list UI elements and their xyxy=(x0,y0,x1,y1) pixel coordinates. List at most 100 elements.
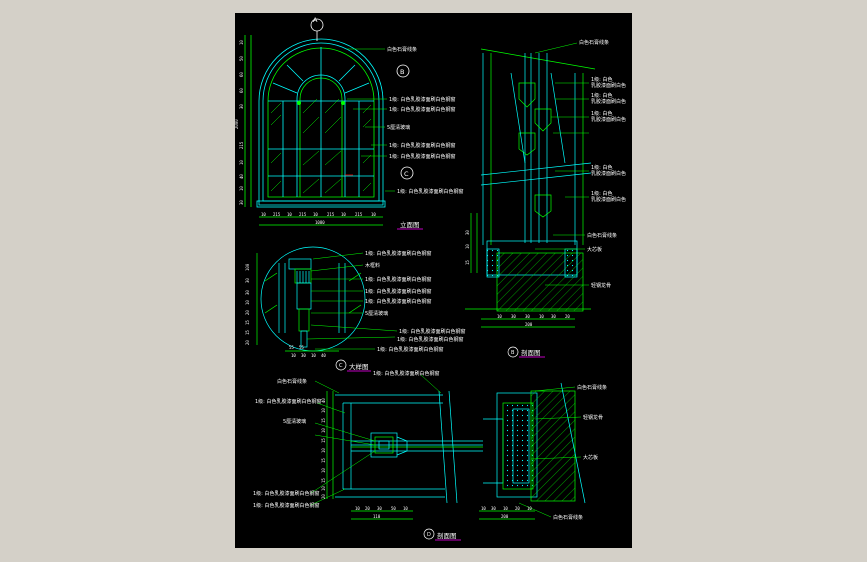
window-inner-frame xyxy=(262,42,380,202)
svg-text:30: 30 xyxy=(239,200,244,205)
callout-elev-3: 5厘清玻璃 xyxy=(387,124,410,131)
svg-text:30: 30 xyxy=(245,290,250,295)
callout-det-3: 1级: 白色乳胶漆面刷白色钢窗 xyxy=(365,276,431,283)
callout-det-9: 1级: 白色乳胶漆面刷白色钢窗 xyxy=(377,346,443,353)
elevation-left-dims: 10 50 60 60 30 2000 215 10 40 10 30 xyxy=(235,40,244,205)
window-sash xyxy=(267,47,375,198)
svg-text:10: 10 xyxy=(291,353,296,358)
svg-text:20: 20 xyxy=(245,310,250,315)
svg-text:10: 10 xyxy=(371,212,376,217)
svg-text:10: 10 xyxy=(321,448,326,453)
svg-text:50: 50 xyxy=(239,56,244,61)
svg-text:30: 30 xyxy=(301,353,306,358)
svg-text:10: 10 xyxy=(403,506,408,511)
svg-text:20: 20 xyxy=(565,314,570,319)
callout-bot-9: 大芯板 xyxy=(583,454,598,461)
callout-sec-10: 1级: 白色 xyxy=(591,190,612,197)
svg-text:15: 15 xyxy=(321,438,326,443)
detail-title: 大样图 xyxy=(349,362,369,371)
elevation-bottom-dims: 10 215 10 215 10 215 10 215 10 1080 xyxy=(261,212,376,225)
svg-text:10: 10 xyxy=(239,160,244,165)
svg-text:10: 10 xyxy=(313,212,318,217)
svg-text:10: 10 xyxy=(321,468,326,473)
svg-text:215: 215 xyxy=(273,212,281,217)
callout-sec-3: 乳胶漆面刷白色 xyxy=(591,82,626,89)
callout-elev-5: 1级: 白色乳胶漆面刷白色钢窗 xyxy=(389,153,455,160)
section-marker-b-bottom xyxy=(507,346,519,358)
callout-det-8: 1级: 白色乳胶漆面刷白色钢窗 xyxy=(397,336,463,343)
svg-text:30: 30 xyxy=(491,506,496,511)
bottom-callouts xyxy=(310,374,582,518)
svg-text:30: 30 xyxy=(245,278,250,283)
svg-text:10: 10 xyxy=(497,314,502,319)
window-outer-frame xyxy=(258,38,384,206)
marker-b-label: B xyxy=(400,68,404,76)
svg-text:60: 60 xyxy=(239,72,244,77)
svg-text:10: 10 xyxy=(261,212,266,217)
right-section-view xyxy=(465,48,596,328)
svg-text:40: 40 xyxy=(239,174,244,179)
svg-text:15: 15 xyxy=(465,260,470,265)
svg-text:10: 10 xyxy=(481,506,486,511)
callout-sec-5: 乳胶漆面刷白色 xyxy=(591,98,626,105)
callout-elev-6: 1级: 白色乳胶漆面刷白色钢窗 xyxy=(397,188,463,195)
section-marker-c xyxy=(400,166,414,180)
callout-bot-4: 5厘清玻璃 xyxy=(283,418,306,425)
callout-elev-top: 白色石膏线条 xyxy=(387,46,417,53)
callout-sec-11: 乳胶漆面刷白色 xyxy=(591,196,626,203)
svg-text:20: 20 xyxy=(321,494,326,499)
svg-text:215: 215 xyxy=(327,212,335,217)
svg-text:215: 215 xyxy=(239,141,244,149)
svg-text:15: 15 xyxy=(245,330,250,335)
callout-sec-8: 1级: 白色 xyxy=(591,164,612,171)
svg-text:10: 10 xyxy=(539,314,544,319)
callout-det-5: 1级: 白色乳胶漆面刷白色钢窗 xyxy=(365,298,431,305)
callout-bot-1: 白色石膏线条 xyxy=(277,378,307,385)
svg-text:60: 60 xyxy=(239,88,244,93)
svg-text:15: 15 xyxy=(321,458,326,463)
svg-text:B: B xyxy=(511,350,515,356)
svg-text:30: 30 xyxy=(525,314,530,319)
callout-bot-7: 白色石膏线条 xyxy=(577,384,607,391)
callout-det-4: 1级: 白色乳胶漆面刷白色钢窗 xyxy=(365,288,431,295)
bottom-section-view xyxy=(326,382,586,520)
svg-text:10: 10 xyxy=(311,353,316,358)
callout-bot-3: 1级: 白色乳胶漆面刷白色钢窗 xyxy=(255,398,321,405)
svg-text:30: 30 xyxy=(465,230,470,235)
callout-sec-13: 大芯板 xyxy=(587,246,602,253)
callout-bot-6: 1级: 白色乳胶漆面刷白色钢窗 xyxy=(253,502,319,509)
elevation-title: 立面图 xyxy=(400,220,420,229)
svg-text:30: 30 xyxy=(511,314,516,319)
section-marker-b xyxy=(396,64,410,78)
callout-bot-5: 1级: 白色乳胶漆面刷白色钢窗 xyxy=(253,490,319,497)
svg-text:10: 10 xyxy=(341,212,346,217)
drawing-sheet: A B C 立面图 白色石膏线条 1级: 白色乳胶漆面刷白色钢窗 1级: 白色乳… xyxy=(235,13,632,548)
detail-view xyxy=(256,246,366,352)
svg-text:215: 215 xyxy=(355,212,363,217)
svg-text:15: 15 xyxy=(321,418,326,423)
svg-text:20: 20 xyxy=(515,506,520,511)
svg-text:200: 200 xyxy=(501,514,509,519)
callout-bot-2: 1级: 白色乳胶漆面刷白色钢窗 xyxy=(373,370,439,377)
callout-det-1: 1级: 白色乳胶漆面刷白色钢窗 xyxy=(365,250,431,257)
svg-text:10: 10 xyxy=(239,40,244,45)
svg-text:215: 215 xyxy=(299,212,307,217)
right-section-callouts xyxy=(534,42,589,286)
detail-callouts xyxy=(306,252,398,350)
callout-sec-12: 白色石膏线条 xyxy=(587,232,617,239)
section-right-title: 剖面图 xyxy=(521,348,541,357)
svg-text:1080: 1080 xyxy=(315,220,325,225)
svg-text:40: 40 xyxy=(321,398,326,403)
svg-text:10: 10 xyxy=(321,408,326,413)
detail-dims: 100 30 30 10 20 15 15 20 55 55 10 30 10 … xyxy=(245,263,326,358)
marker-c-label: C xyxy=(404,170,409,178)
svg-text:10: 10 xyxy=(239,186,244,191)
svg-text:10: 10 xyxy=(527,506,532,511)
svg-text:110: 110 xyxy=(373,514,381,519)
callout-elev-2: 1级: 白色乳胶漆面刷白色钢窗 xyxy=(389,106,455,113)
elevation-callouts xyxy=(347,48,395,192)
cad-drawing: A B C 立面图 白色石膏线条 1级: 白色乳胶漆面刷白色钢窗 1级: 白色乳… xyxy=(235,16,626,541)
elevation-view xyxy=(244,18,414,226)
bottom-dims: 40 10 15 10 15 10 15 10 15 10 20 10 20 3… xyxy=(321,398,532,519)
callout-det-6: 5厘清玻璃 xyxy=(365,310,388,317)
